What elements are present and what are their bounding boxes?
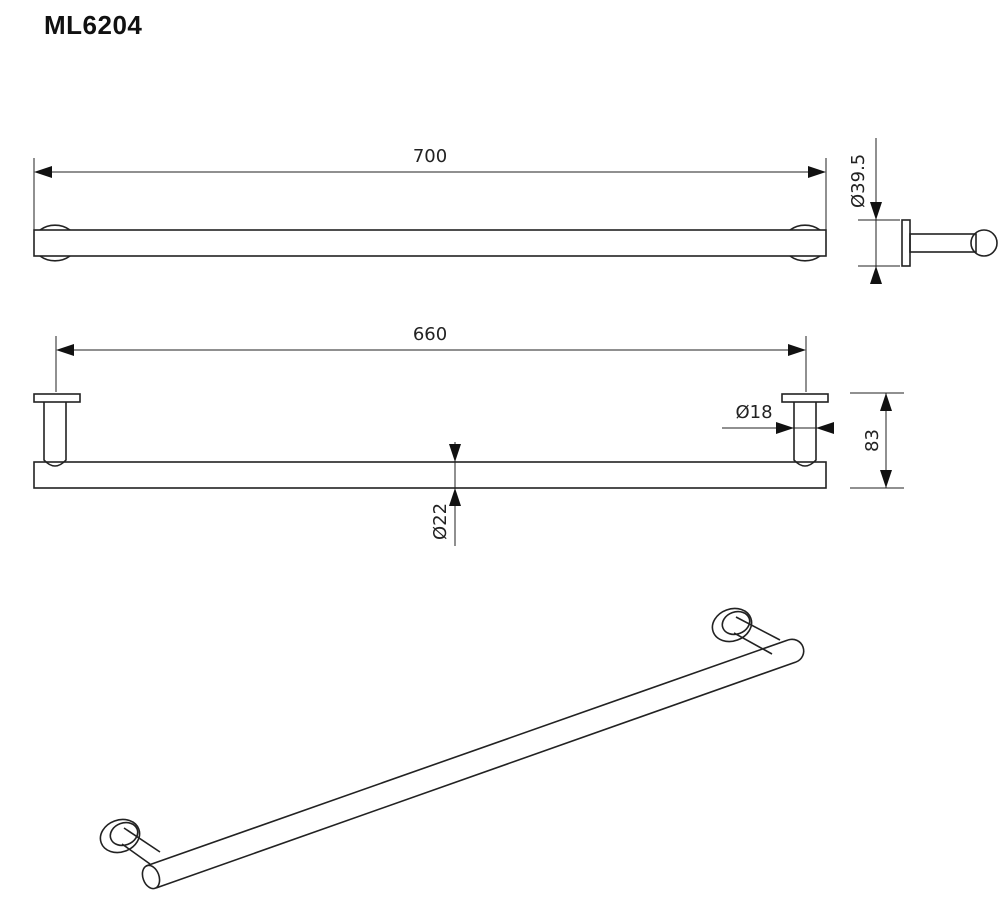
iso-right-flange	[711, 607, 753, 643]
dimension-700: 700	[34, 146, 826, 178]
side-arm	[909, 233, 977, 253]
dimension-660: 660	[56, 324, 806, 356]
dimension-label-83: 83	[862, 429, 883, 452]
right-flange-top	[789, 224, 821, 231]
bar-front-view	[33, 461, 827, 489]
left-flange-top	[39, 224, 71, 231]
front-view: 660 Ø18 83 Ø22	[33, 324, 904, 546]
dimension-18: Ø18	[722, 402, 834, 434]
side-view: Ø39.5	[848, 138, 998, 284]
bar-top-view	[33, 229, 827, 257]
dimension-83: 83	[850, 392, 904, 489]
dimension-label-18: Ø18	[735, 402, 772, 423]
right-post	[793, 402, 817, 467]
left-post	[43, 402, 67, 467]
isometric-view	[99, 607, 805, 890]
left-post-flange	[33, 393, 81, 403]
dimension-label-660: 660	[413, 324, 447, 345]
iso-bar-left-end	[141, 864, 161, 890]
product-code-title: ML6204	[44, 10, 143, 40]
top-view: 700	[33, 146, 827, 262]
iso-left-flange	[99, 818, 141, 854]
right-post-flange	[781, 393, 829, 403]
side-bar-end	[970, 229, 998, 257]
dimension-label-22: Ø22	[430, 503, 451, 540]
side-flange	[901, 219, 911, 267]
dimension-label-39-5: Ø39.5	[848, 154, 869, 208]
iso-bar-right-end	[787, 638, 805, 663]
iso-bar-bottom-edge	[155, 661, 797, 889]
right-flange-bottom	[789, 255, 821, 262]
dimension-22: Ø22	[430, 442, 461, 546]
dimension-label-700: 700	[413, 146, 447, 167]
iso-bar-top-edge	[145, 639, 789, 867]
left-flange-bottom	[39, 255, 71, 262]
